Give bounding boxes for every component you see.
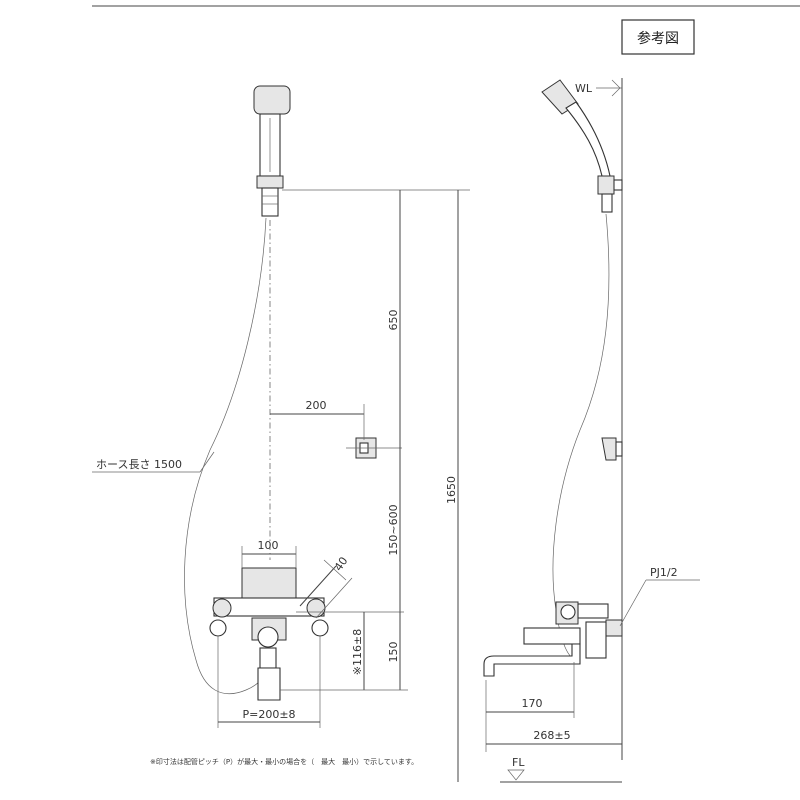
dim-268: 268±5 [533,729,570,742]
fl-label: FL [512,756,525,769]
mixer-side-icon [483,601,623,677]
shower-head-icon [253,85,291,217]
side-view: WL PJ1/2 [483,78,700,783]
shower-hose [184,217,267,695]
dim-1650: 1650 [445,476,458,504]
dim-200: 200 [306,399,327,412]
mixer-body-icon [209,567,329,701]
dim-150-600: 150~600 [387,504,400,555]
dim-p200: P=200±8 [242,708,295,721]
wall-holder-side-icon [601,437,623,461]
dim-100: 100 [258,539,279,552]
dim-40: 40 [332,555,351,574]
dim-170: 170 [522,697,543,710]
dim-150: 150 [387,642,400,663]
pj-label: PJ1/2 [650,566,678,579]
reference-label: 参考図 [637,30,679,47]
dim-40-line [299,565,337,607]
wall-holder-icon [346,437,402,459]
shower-hose-side [552,213,610,663]
wl-label: WL [575,82,593,95]
shower-head-side-icon [541,79,623,213]
pitch-note: ※印寸法は配管ピッチ（P）が最大・最小の場合を（ 最大 最小）で示しています。 [150,757,418,766]
hose-length-label: ホース長さ 1500 [96,458,182,471]
reference-box: 参考図 [621,19,695,55]
dim-650: 650 [387,310,400,331]
dim-116: ※116±8 [351,629,364,675]
front-view: ホース長さ 1500 200 650 150~600 1650 [92,85,470,782]
